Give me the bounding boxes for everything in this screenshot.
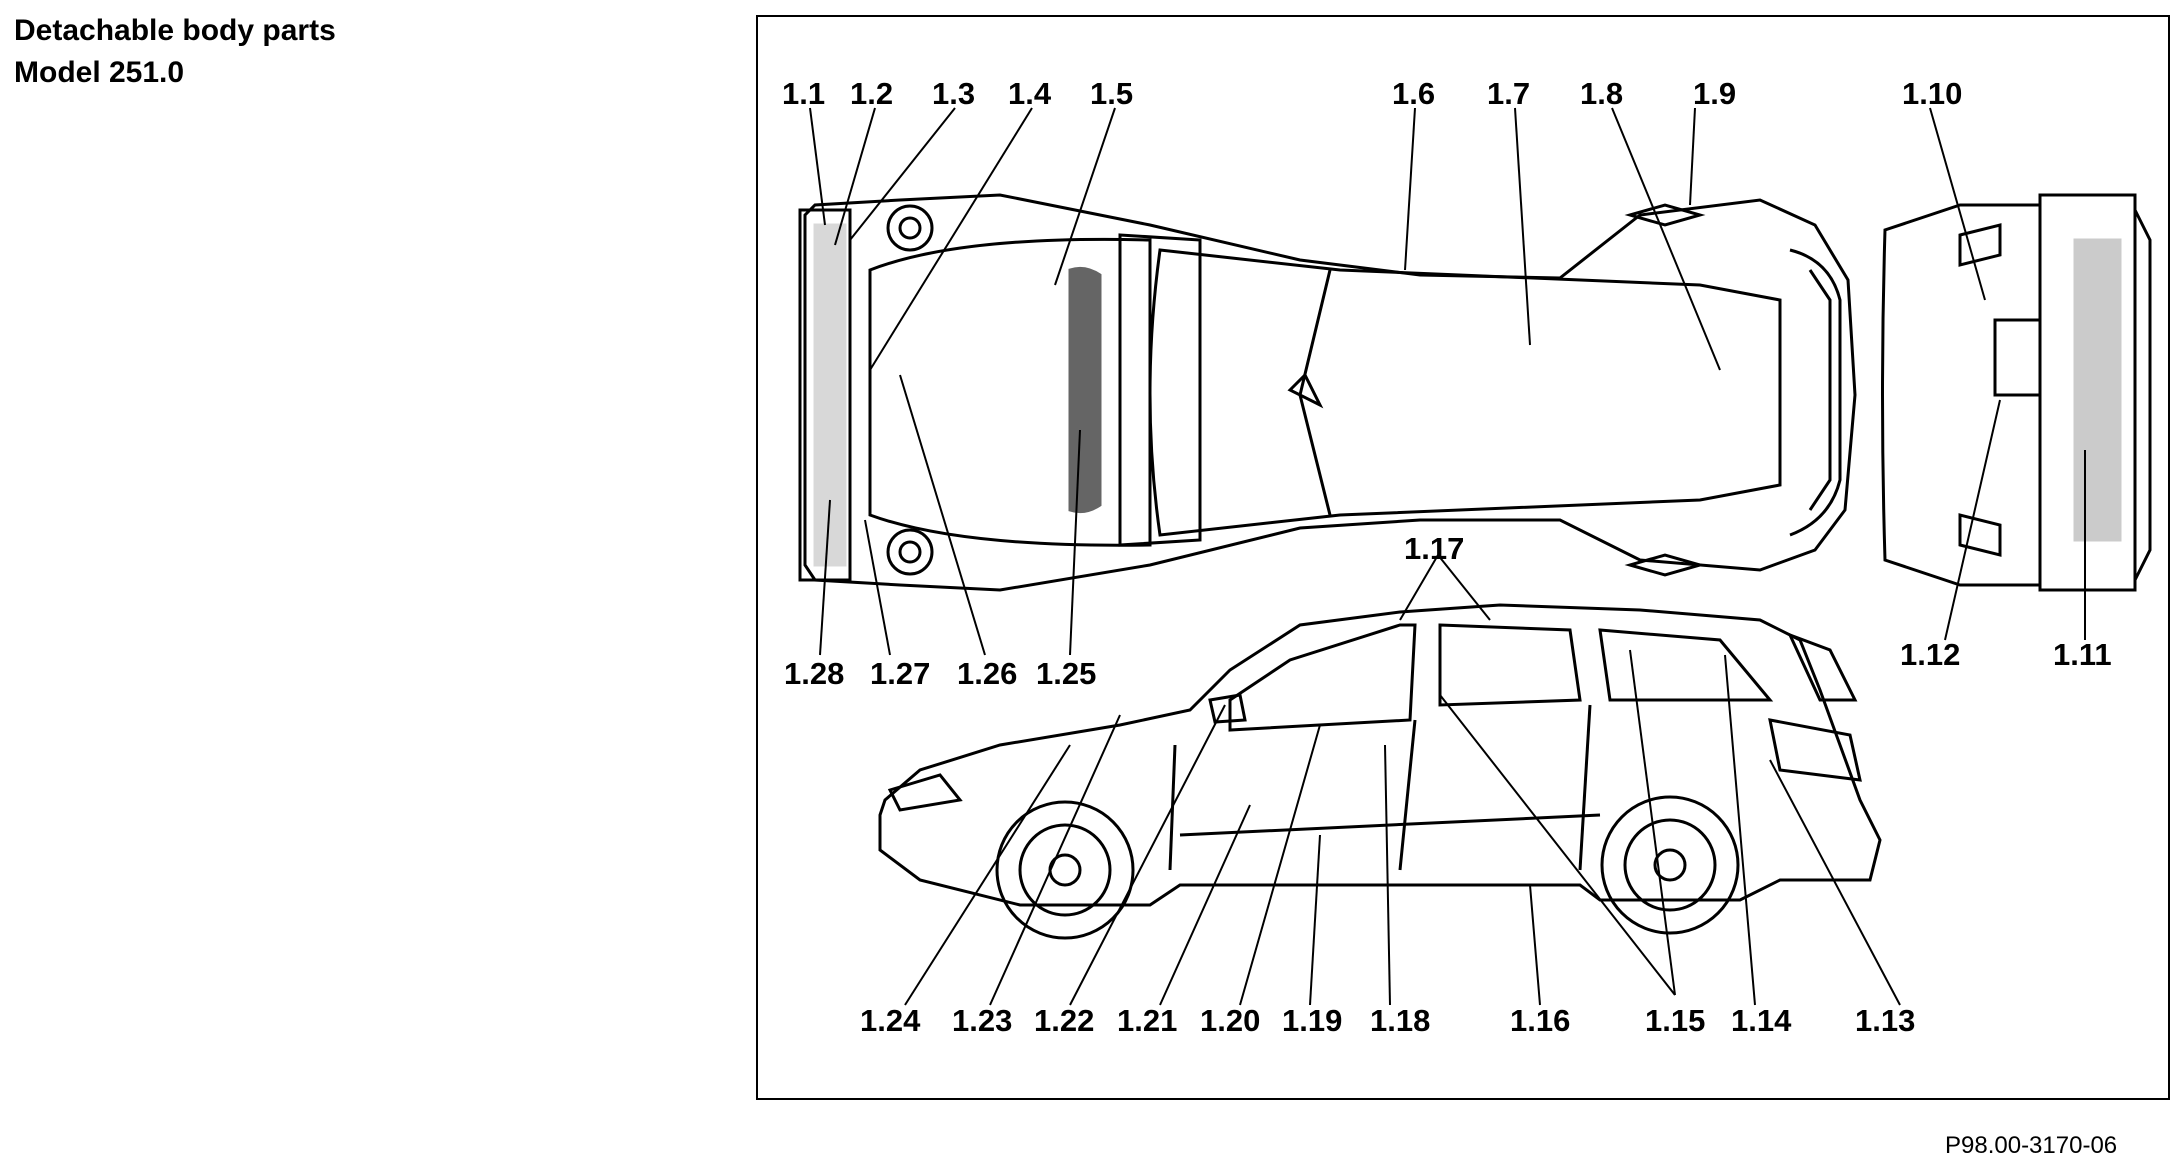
label-1-8: 1.8 — [1580, 76, 1623, 111]
label-1-18: 1.18 — [1370, 1003, 1430, 1038]
label-1-13: 1.13 — [1855, 1003, 1915, 1038]
label-1-21: 1.21 — [1117, 1003, 1177, 1038]
label-1-5: 1.5 — [1090, 76, 1133, 111]
label-1-3: 1.3 — [932, 76, 975, 111]
label-1-6: 1.6 — [1392, 76, 1435, 111]
label-1-22: 1.22 — [1034, 1003, 1094, 1038]
label-1-23: 1.23 — [952, 1003, 1012, 1038]
label-1-9: 1.9 — [1693, 76, 1736, 111]
label-1-2: 1.2 — [850, 76, 893, 111]
car-rear-view — [1881, 193, 2152, 592]
label-1-16: 1.16 — [1510, 1003, 1570, 1038]
label-1-19: 1.19 — [1282, 1003, 1342, 1038]
label-1-1: 1.1 — [782, 76, 825, 111]
label-1-28: 1.28 — [784, 656, 844, 691]
callout-labels: 1.1 1.2 1.3 1.4 1.5 1.6 1.7 1.8 1.9 1.10… — [782, 76, 2112, 1038]
figure-reference: P98.00-3170-06 — [1945, 1132, 2118, 1159]
label-1-11: 1.11 — [2053, 637, 2112, 672]
label-1-26: 1.26 — [957, 656, 1017, 691]
diagram-frame — [756, 15, 2170, 1100]
car-top-view — [798, 193, 1857, 592]
label-1-4: 1.4 — [1008, 76, 1052, 111]
title-line-1: Detachable body parts — [14, 14, 336, 47]
label-1-12: 1.12 — [1900, 637, 1960, 672]
label-1-15: 1.15 — [1645, 1003, 1705, 1038]
title-line-2: Model 251.0 — [14, 56, 185, 89]
label-1-25: 1.25 — [1036, 656, 1096, 691]
leader-lines — [809, 107, 2086, 1006]
label-1-20: 1.20 — [1200, 1003, 1260, 1038]
label-1-27: 1.27 — [870, 656, 930, 691]
label-1-24: 1.24 — [860, 1003, 921, 1038]
car-side-view — [878, 603, 1882, 940]
page-title: Detachable body parts Model 251.0 — [14, 10, 336, 94]
label-1-17: 1.17 — [1404, 531, 1464, 566]
label-1-10: 1.10 — [1902, 76, 1962, 111]
label-1-14: 1.14 — [1731, 1003, 1792, 1038]
label-1-7: 1.7 — [1487, 76, 1530, 111]
